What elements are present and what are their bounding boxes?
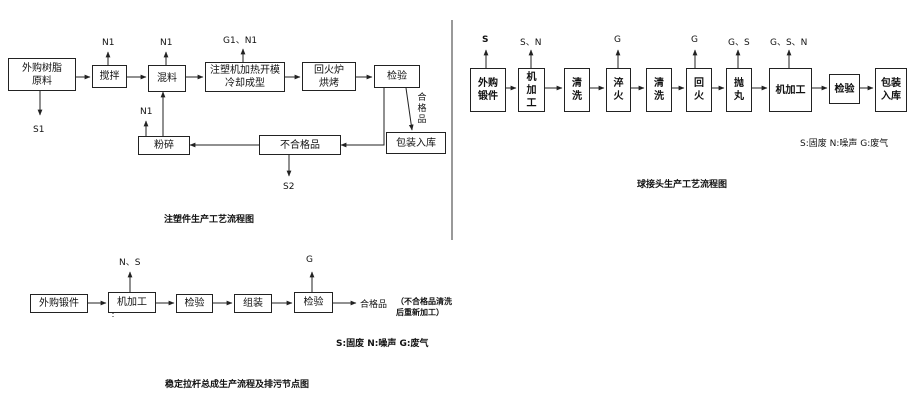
d2-step-5: 清洗: [646, 68, 672, 112]
d1-label-g1n1: G1、N1: [223, 36, 258, 46]
d3-step-5: 检验: [294, 292, 333, 313]
d2-step-2: 机加工: [518, 68, 545, 112]
d2-emission-4: G: [691, 35, 698, 45]
d2-step-6: 回火: [686, 68, 712, 112]
d1-title: 注塑件生产工艺流程图: [164, 215, 255, 225]
d2-legend: S:固废 N:噪声 G:废气: [800, 139, 889, 149]
d1-box-crush: 粉碎: [138, 136, 190, 155]
d1-box-pack: 包装入库: [386, 132, 446, 154]
d1-label-n-stir: N1: [102, 38, 115, 48]
d2-step-1: 外购锻件: [470, 68, 506, 112]
d3-legend: S:固废 N:噪声 G:废气: [336, 339, 429, 349]
d3-step-2: 机加工: [108, 292, 156, 313]
d2-step-10: 包装入库: [875, 68, 907, 112]
d1-box-raw: 外购树脂原料: [8, 58, 76, 91]
d1-box-anneal: 回火炉烘烤: [302, 62, 356, 91]
d1-label-qualified: 合格品: [417, 93, 427, 125]
d3-qualified: 合格品: [360, 300, 388, 310]
d2-step-3: 清洗: [564, 68, 590, 112]
d2-step-9: 检验: [829, 74, 860, 104]
d2-title: 球接头生产工艺流程图: [637, 180, 728, 190]
d1-label-n-mix: N1: [160, 38, 173, 48]
d1-label-n-crush: N1: [140, 107, 153, 117]
d3-step-3: 检验: [176, 294, 213, 313]
d3-step-1: 外购锻件: [30, 294, 88, 313]
d1-label-s2: S2: [283, 182, 295, 192]
d2-emission-2: S、N: [520, 38, 542, 48]
d3-title: 稳定拉杆总成生产流程及排污节点图: [165, 380, 310, 390]
d3-note: （不合格品清洗后重新加工）: [396, 297, 452, 317]
d2-emission-6: G、S、N: [770, 38, 808, 48]
d2-emission-5: G、S: [728, 38, 750, 48]
d1-box-mix: 混料: [148, 65, 186, 92]
d1-box-stir: 搅拌: [92, 65, 127, 88]
d2-step-8: 机加工: [769, 68, 812, 112]
d2-emission-1: S: [482, 35, 489, 45]
d1-box-inspect: 检验: [374, 65, 420, 88]
d2-step-7: 抛丸: [726, 68, 752, 112]
d3-emission-1: N、S: [119, 258, 141, 268]
d1-box-mold: 注塑机加热开模冷却成型: [205, 62, 285, 92]
d1-label-s1: S1: [33, 125, 45, 135]
d2-emission-3: G: [614, 35, 621, 45]
d2-step-4: 淬火: [606, 68, 631, 112]
d3-step-4: 组装: [234, 294, 272, 313]
d1-box-reject: 不合格品: [259, 135, 341, 155]
d3-emission-2: G: [306, 255, 313, 265]
